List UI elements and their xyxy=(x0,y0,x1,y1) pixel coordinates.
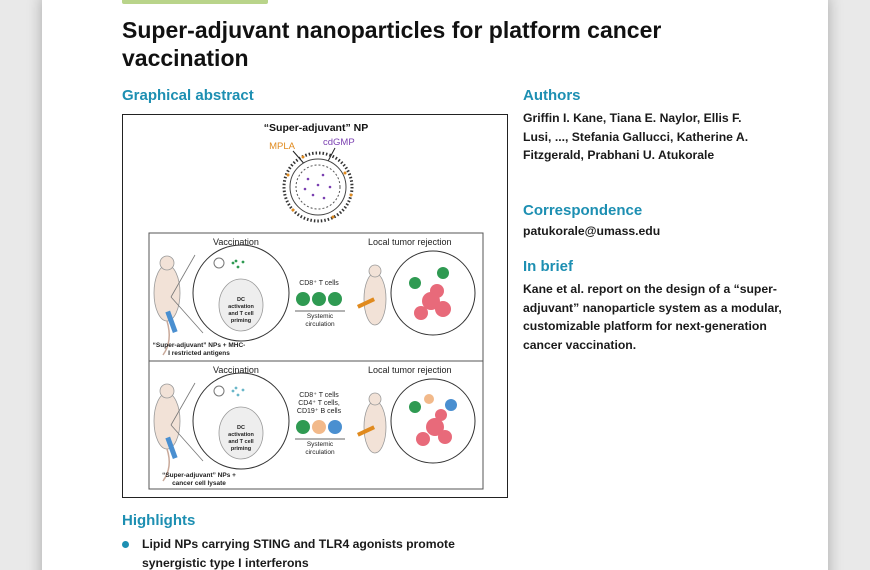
svg-text:circulation: circulation xyxy=(305,449,335,456)
in-brief-text: Kane et al. report on the design of a “s… xyxy=(523,282,782,352)
panel1-vaccination-label: Vaccination xyxy=(213,237,259,247)
nanoparticle-graphic xyxy=(282,151,354,223)
svg-text:cancer cell lysate: cancer cell lysate xyxy=(172,480,226,487)
panel2-vaccination-label: Vaccination xyxy=(213,365,259,375)
correspondence-heading: Correspondence xyxy=(523,202,643,219)
graphical-abstract-heading: Graphical abstract xyxy=(122,87,254,104)
graphical-abstract-svg: “Super-adjuvant” NP MPLA cdGMP xyxy=(148,122,484,490)
correspondence-email-link[interactable]: patukorale@umass.edu xyxy=(523,224,661,238)
svg-text:CD19⁺ B cells: CD19⁺ B cells xyxy=(297,408,342,415)
svg-text:“Super-adjuvant” NPs + MHC-: “Super-adjuvant” NPs + MHC- xyxy=(153,342,246,349)
svg-text:“Super-adjuvant” NPs +: “Super-adjuvant” NPs + xyxy=(162,472,236,479)
highlight-text: Lipid NPs carrying STING and TLR4 agonis… xyxy=(142,537,455,570)
svg-text:Systemic: Systemic xyxy=(307,313,334,320)
svg-text:activation: activation xyxy=(228,432,254,438)
journal-header-bar xyxy=(122,0,268,4)
svg-text:DC: DC xyxy=(237,425,245,431)
svg-text:DC: DC xyxy=(237,297,245,303)
svg-text:priming: priming xyxy=(231,318,251,324)
panel2-rejection-label: Local tumor rejection xyxy=(368,365,452,375)
svg-text:priming: priming xyxy=(231,446,251,452)
vaccination-panel-lysate: Vaccination Local tumor rejection DC act… xyxy=(148,360,484,490)
graphical-abstract-figure: “Super-adjuvant” NP MPLA cdGMP xyxy=(122,114,508,498)
highlights-heading: Highlights xyxy=(122,512,196,529)
article-title: Super-adjuvant nanoparticles for platfor… xyxy=(122,17,662,71)
cdgmp-label: cdGMP xyxy=(323,137,355,148)
authors-heading: Authors xyxy=(523,87,581,104)
authors-list: Griffin I. Kane, Tiana E. Naylor, Ellis … xyxy=(523,111,749,162)
panel1-cells-label: CD8⁺ T cells xyxy=(299,280,339,287)
svg-text:circulation: circulation xyxy=(305,321,335,328)
svg-text:CD8⁺ T cells: CD8⁺ T cells xyxy=(299,392,339,399)
mpla-label: MPLA xyxy=(269,141,296,152)
panel1-rejection-label: Local tumor rejection xyxy=(368,237,452,247)
highlight-bullet-icon xyxy=(122,541,129,548)
svg-text:and T cell: and T cell xyxy=(228,439,254,445)
in-brief-heading: In brief xyxy=(523,258,574,275)
svg-text:activation: activation xyxy=(228,304,254,310)
np-label: “Super-adjuvant” NP xyxy=(264,122,368,134)
svg-text:CD4⁺ T cells,: CD4⁺ T cells, xyxy=(298,400,340,407)
syringe-icon xyxy=(165,310,178,334)
svg-text:Systemic: Systemic xyxy=(307,441,334,448)
svg-text:I restricted antigens: I restricted antigens xyxy=(168,350,230,357)
svg-text:and T cell: and T cell xyxy=(228,311,254,317)
vaccination-panel-cd8: Vaccination Local tumor rejection DC act… xyxy=(148,232,484,362)
